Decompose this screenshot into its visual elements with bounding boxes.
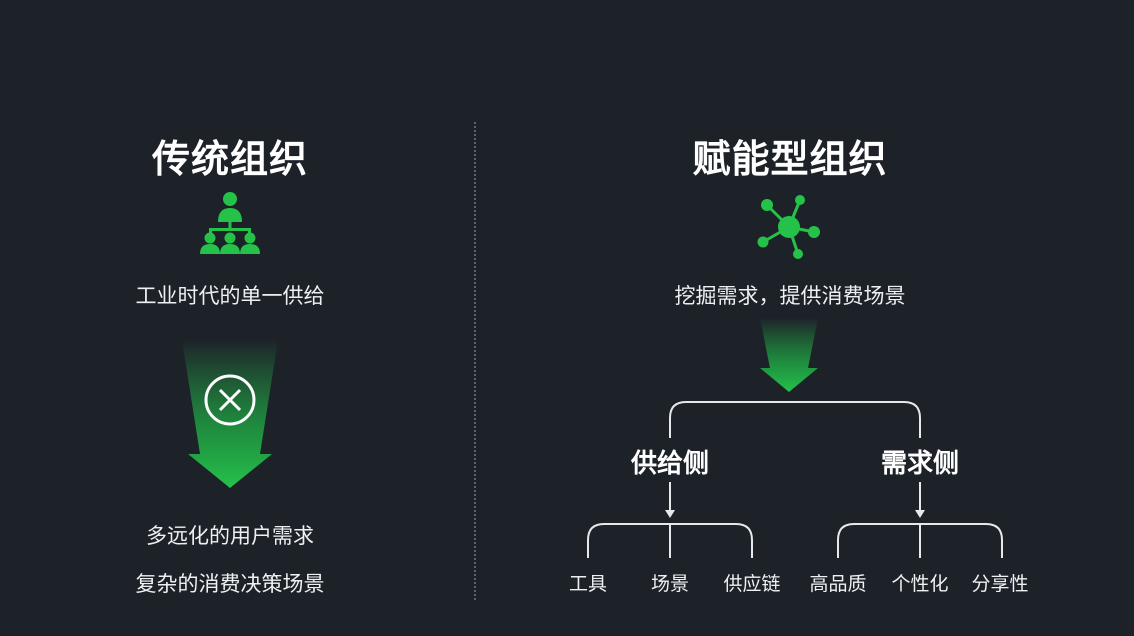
right-arrow [760, 318, 818, 392]
demand-item-quality: 高品质 [809, 573, 867, 595]
left-subtitle: 工业时代的单一供给 [135, 284, 325, 308]
column-divider [474, 122, 476, 600]
left-line-1: 多远化的用户需求 [146, 524, 314, 548]
demand-item-share: 分享性 [971, 573, 1029, 595]
supply-side-label: 供给侧 [630, 449, 709, 479]
network-hub-icon [757, 195, 820, 259]
demand-side-label: 需求侧 [880, 449, 959, 479]
supply-item-chain: 供应链 [723, 573, 781, 595]
left-line-2: 复杂的消费决策场景 [135, 572, 325, 596]
left-arrow [182, 340, 278, 488]
right-title: 赋能型组织 [692, 137, 888, 181]
circle-x-icon [204, 374, 256, 426]
supply-item-tools: 工具 [568, 573, 607, 595]
supply-item-scene: 场景 [650, 573, 689, 595]
demand-item-personal: 个性化 [891, 573, 949, 595]
right-subtitle: 挖掘需求，提供消费场景 [674, 284, 906, 308]
org-hierarchy-icon [200, 192, 260, 254]
left-title: 传统组织 [151, 137, 308, 181]
